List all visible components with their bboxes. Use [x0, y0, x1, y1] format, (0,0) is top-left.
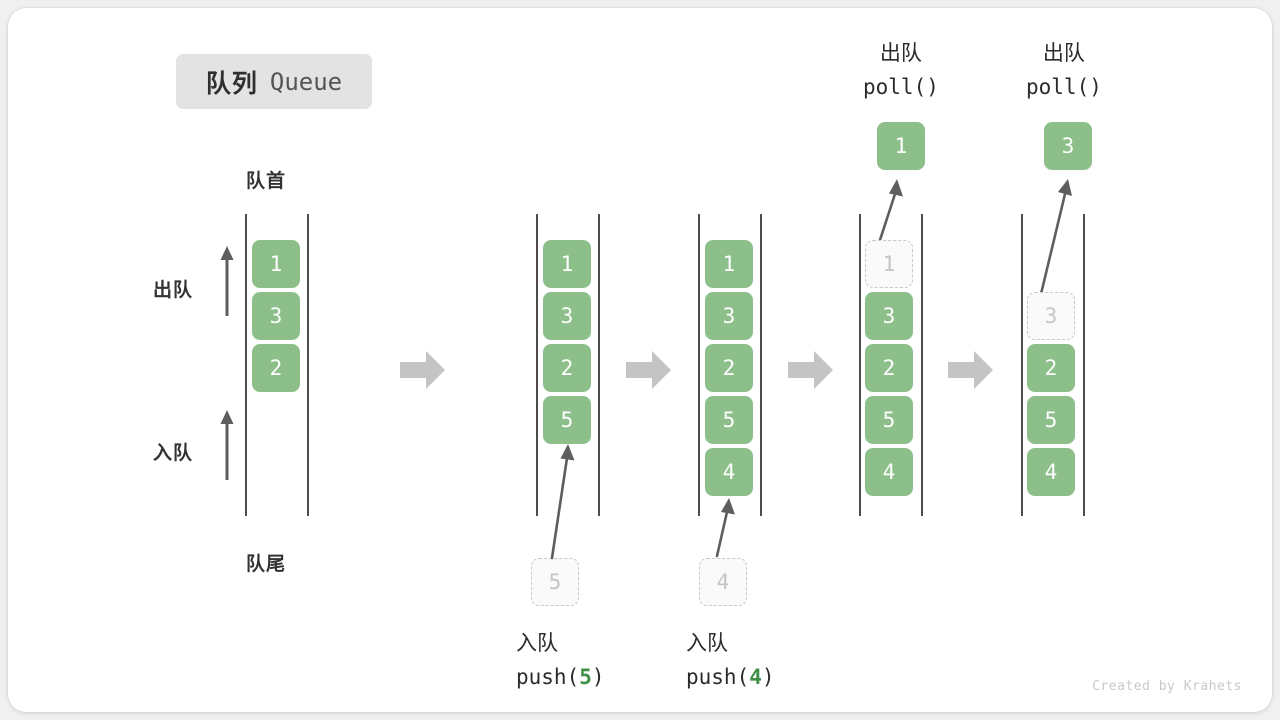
queue-cell: 2 [865, 344, 913, 392]
queue-cell: 5 [543, 396, 591, 444]
step-arrow-icon [948, 350, 994, 390]
watermark: Created by Krahets [1092, 679, 1242, 694]
step-arrow-icon [788, 350, 834, 390]
enqueue-direction-label: 入队 [153, 443, 194, 464]
queue-cell: 2 [705, 344, 753, 392]
operation-caption-push-4: 入队 push(4) [686, 628, 775, 693]
operation-fn-open: push( [686, 664, 750, 689]
operation-caption-fn: poll() [863, 74, 939, 99]
operation-caption-poll-3: 出队 poll() [1026, 38, 1102, 103]
dequeue-direction-label: 出队 [153, 280, 194, 301]
queue-cell: 2 [1027, 344, 1075, 392]
operation-fn-close: ) [591, 664, 605, 689]
push-arrow-icon [712, 492, 748, 558]
queue-rail-right-step-2 [598, 214, 600, 516]
queue-cell: 5 [705, 396, 753, 444]
title-en: Queue [269, 67, 343, 96]
title-cn: 队列 [205, 69, 258, 98]
queue-cell: 5 [1027, 396, 1075, 444]
queue-rail-left-step-1 [245, 214, 247, 516]
queue-tail-label: 队尾 [246, 554, 287, 575]
queue-head-label: 队首 [246, 171, 287, 192]
queue-rail-left-step-2 [536, 214, 538, 516]
operation-fn-arg: 5 [579, 664, 592, 689]
operation-caption-cn: 入队 [516, 632, 558, 655]
queue-cell: 1 [705, 240, 753, 288]
queue-rail-right-step-4 [921, 214, 923, 516]
diagram-card: 队列 Queue 队首 队尾 出队 入队 1 3 2 [8, 8, 1272, 712]
step-arrow-icon [400, 350, 446, 390]
queue-cell: 4 [865, 448, 913, 496]
queue-rail-right-step-3 [760, 214, 762, 516]
operation-caption-fn: poll() [1026, 74, 1102, 99]
popped-cell: 1 [877, 122, 925, 170]
queue-cell: 3 [705, 292, 753, 340]
operation-caption-cn: 入队 [686, 632, 728, 655]
queue-cell: 3 [865, 292, 913, 340]
queue-cell: 1 [543, 240, 591, 288]
operation-fn-arg: 4 [749, 664, 762, 689]
poll-arrow-icon [1034, 176, 1080, 296]
poll-arrow-icon [874, 176, 910, 242]
queue-cell: 3 [252, 292, 300, 340]
outgoing-ghost-cell: 3 [1027, 292, 1075, 340]
queue-rail-left-step-4 [859, 214, 861, 516]
operation-caption-cn: 出队 [1042, 42, 1085, 65]
queue-cell: 4 [1027, 448, 1075, 496]
operation-caption-poll-1: 出队 poll() [863, 38, 939, 103]
queue-cell: 2 [543, 344, 591, 392]
operation-caption-fn: push(5) [516, 661, 605, 694]
push-arrow-icon [548, 438, 588, 560]
queue-cell: 3 [543, 292, 591, 340]
queue-cell: 2 [252, 344, 300, 392]
enqueue-direction-arrow-icon [218, 410, 236, 482]
step-arrow-icon [626, 350, 672, 390]
diagram-title-badge: 队列 Queue [176, 54, 372, 109]
queue-rail-left-step-3 [698, 214, 700, 516]
queue-rail-left-step-5 [1021, 214, 1023, 516]
incoming-ghost-cell: 4 [699, 558, 747, 606]
queue-rail-right-step-1 [307, 214, 309, 516]
queue-rail-right-step-5 [1083, 214, 1085, 516]
incoming-ghost-cell: 5 [531, 558, 579, 606]
operation-caption-push-5: 入队 push(5) [516, 628, 605, 693]
outgoing-ghost-cell: 1 [865, 240, 913, 288]
queue-cell: 1 [252, 240, 300, 288]
operation-caption-cn: 出队 [879, 42, 922, 65]
popped-cell: 3 [1044, 122, 1092, 170]
queue-cell: 4 [705, 448, 753, 496]
operation-caption-fn: push(4) [686, 661, 775, 694]
queue-cell: 5 [865, 396, 913, 444]
dequeue-direction-arrow-icon [218, 246, 236, 318]
operation-fn-close: ) [761, 664, 775, 689]
operation-fn-open: push( [516, 664, 580, 689]
